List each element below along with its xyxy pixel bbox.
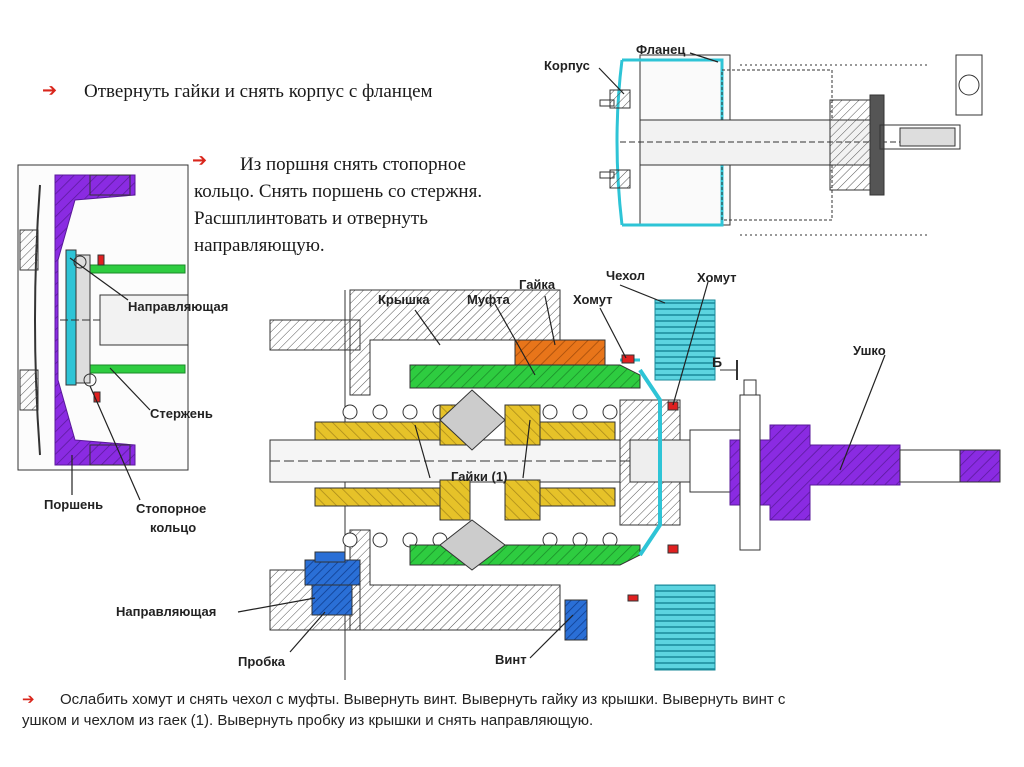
- top-right-assembly-drawing: [599, 54, 983, 236]
- label-probka: Пробка: [238, 654, 285, 669]
- label-korpus: Корпус: [544, 58, 590, 73]
- label-gayka: Гайка: [519, 277, 556, 292]
- step2-line: Расшплинтовать и отвернуть: [194, 208, 428, 229]
- main-assembly-drawing: [269, 289, 1001, 680]
- step2-text: Из поршня снять стопорное кольцо. Снять …: [194, 151, 554, 259]
- label-flanec: Фланец: [636, 42, 686, 57]
- step2-line: кольцо. Снять поршень со стержня.: [194, 181, 483, 202]
- step3-line: ушком и чехлом из гаек (1). Вывернуть пр…: [22, 712, 594, 729]
- label-gayki-1: Гайки (1): [451, 469, 508, 484]
- label-homut-2: Хомут: [697, 270, 737, 285]
- step3-text: Ослабить хомут и снять чехол с муфты. Вы…: [22, 689, 1012, 731]
- label-napravlyayuschaya-2: Направляющая: [116, 604, 217, 619]
- label-section-mark: Б: [712, 354, 723, 370]
- step2-line: направляющую.: [194, 235, 325, 256]
- step3-line: Ослабить хомут и снять чехол с муфты. Вы…: [60, 691, 786, 708]
- left-piston-drawing: [17, 164, 189, 471]
- label-sterzhen: Стержень: [150, 406, 213, 421]
- label-kryshka: Крышка: [378, 292, 430, 307]
- step2-line: Из поршня снять стопорное: [240, 154, 466, 175]
- label-napravlyayuschaya: Направляющая: [128, 299, 229, 314]
- red-arrow-icon: ➔: [192, 150, 208, 171]
- label-homut-1: Хомут: [573, 292, 613, 307]
- label-stopornoe: Стопорное: [136, 501, 207, 516]
- label-chehol: Чехол: [606, 268, 645, 283]
- label-mufta: Муфта: [467, 292, 510, 307]
- red-arrow-icon: ➔: [42, 80, 58, 101]
- label-ushko: Ушко: [853, 343, 886, 358]
- label-vint: Винт: [495, 652, 527, 667]
- label-porshen: Поршень: [44, 497, 104, 512]
- red-arrow-icon: ➔: [22, 690, 35, 708]
- step1-text: Отвернуть гайки и снять корпус с фланцем: [84, 81, 433, 102]
- label-koltso: кольцо: [150, 520, 197, 535]
- leader-lines: [69, 52, 886, 659]
